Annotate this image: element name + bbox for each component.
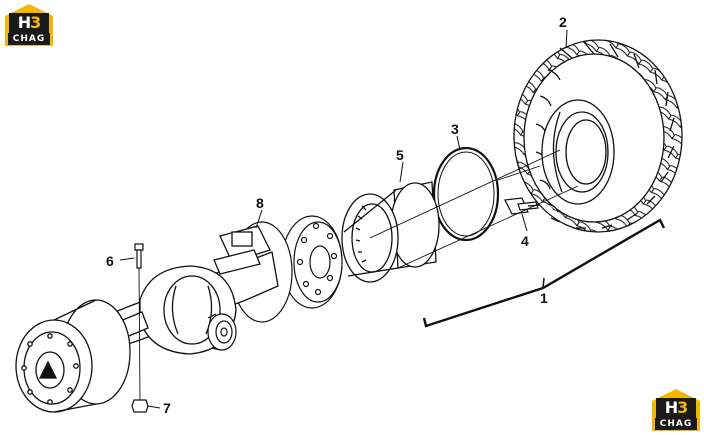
callout-5: 5 <box>396 147 404 163</box>
callout-4: 4 <box>521 233 529 249</box>
tire <box>513 39 683 233</box>
callout-2: 2 <box>559 14 567 30</box>
brand-logo-bottom: H3 CHAG <box>650 387 702 433</box>
o-ring <box>432 146 500 242</box>
rim <box>341 181 440 283</box>
callout-1: 1 <box>540 290 548 306</box>
logo-mark: H3 <box>17 13 42 32</box>
final-drive <box>15 299 131 413</box>
logo-wordmark: CHAG <box>655 418 697 430</box>
logo-mark: H3 <box>664 398 689 417</box>
assembly-lines <box>369 149 579 269</box>
brand-logo-top: H3 CHAG <box>3 2 55 48</box>
callout-3: 3 <box>451 121 459 137</box>
mounting-nut <box>131 399 149 413</box>
leader-lines <box>119 29 568 409</box>
logo-wordmark: CHAG <box>8 33 50 45</box>
callout-7: 7 <box>163 400 171 416</box>
valve-stem <box>504 197 541 215</box>
callout-8: 8 <box>256 195 264 211</box>
bracket-leader <box>542 277 545 289</box>
callout-6: 6 <box>106 253 114 269</box>
input-flange <box>207 313 237 351</box>
assembly-bracket <box>422 218 666 328</box>
bolt-axis-line <box>138 267 141 401</box>
mounting-bolt <box>134 243 144 269</box>
